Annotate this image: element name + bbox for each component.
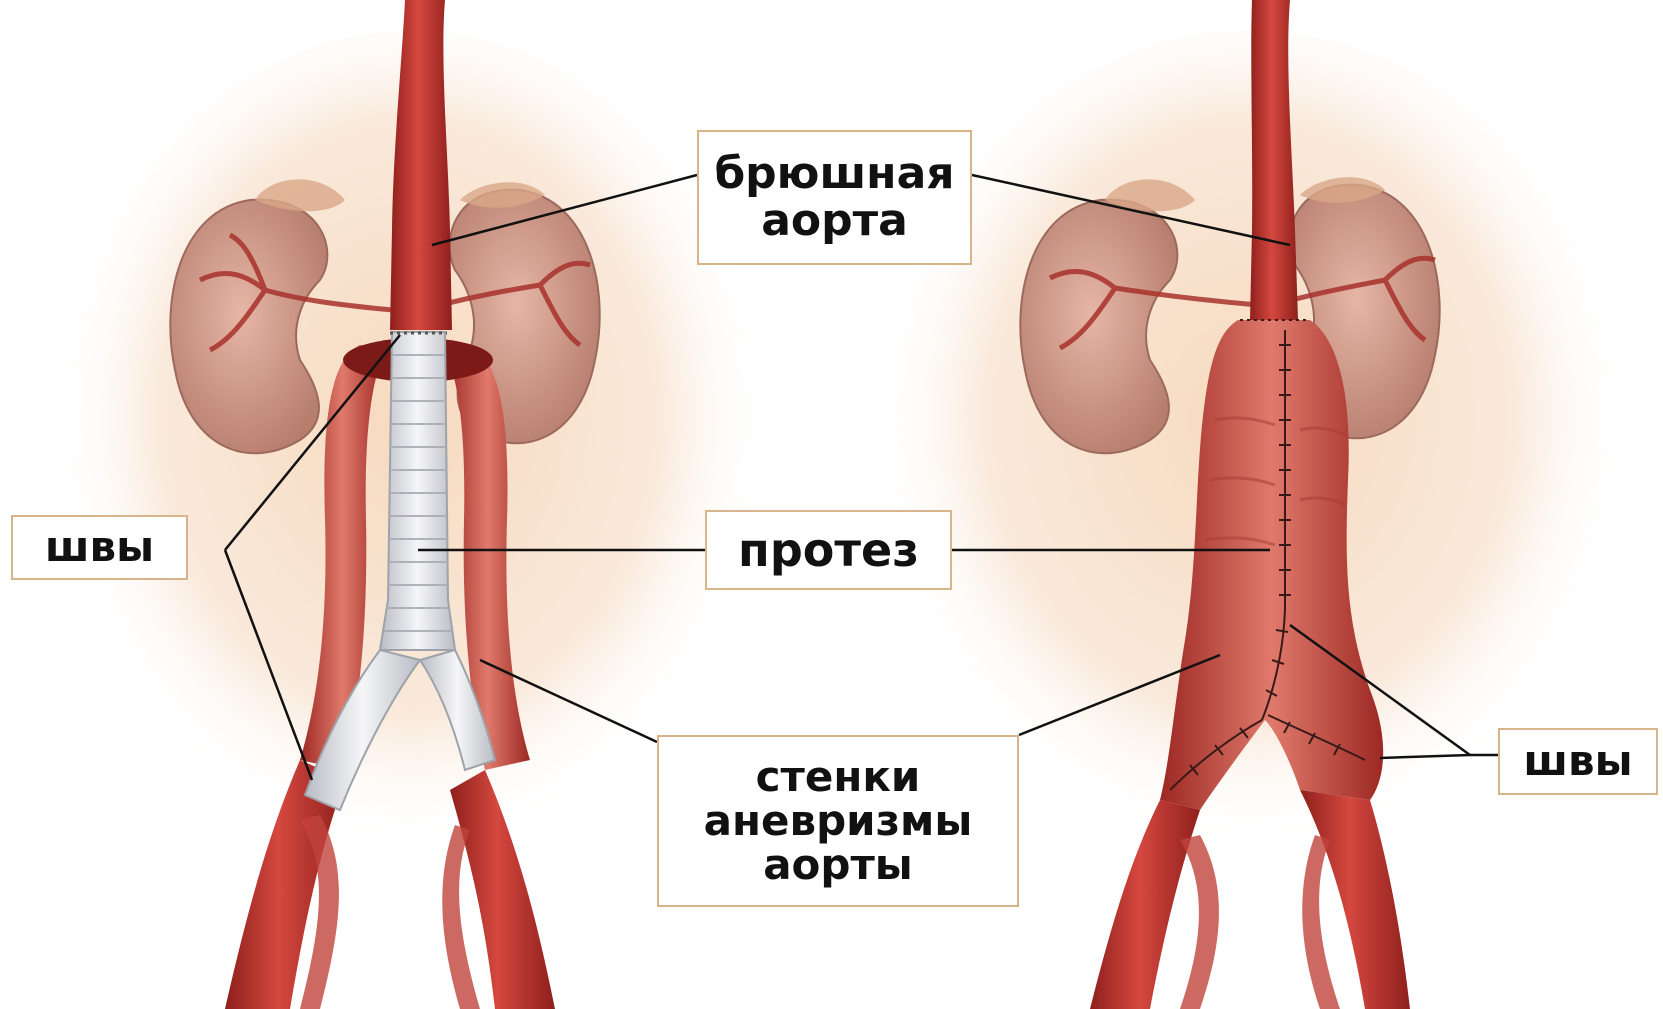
aneurysm-walls-label-line2: аневризмы	[704, 799, 973, 843]
prosthesis-label: протез	[705, 510, 952, 590]
aneurysm-walls-label-line1: стенки	[756, 755, 921, 799]
aneurysm-walls-label: стенки аневризмы аорты	[657, 735, 1019, 907]
abdominal-aorta-label-line1: брюшная	[714, 151, 954, 197]
sutures-label-left: швы	[11, 515, 188, 580]
abdominal-aorta-label: брюшная аорта	[697, 130, 972, 265]
aneurysm-walls-label-line3: аорты	[763, 843, 913, 887]
sutures-label-right: швы	[1498, 728, 1658, 795]
prosthesis-label-text: протез	[738, 526, 919, 574]
abdominal-aorta-label-line2: аорта	[761, 198, 908, 244]
sutures-label-left-text: швы	[45, 525, 154, 569]
sutures-label-right-text: швы	[1523, 739, 1632, 783]
left-graft-body	[380, 332, 455, 650]
